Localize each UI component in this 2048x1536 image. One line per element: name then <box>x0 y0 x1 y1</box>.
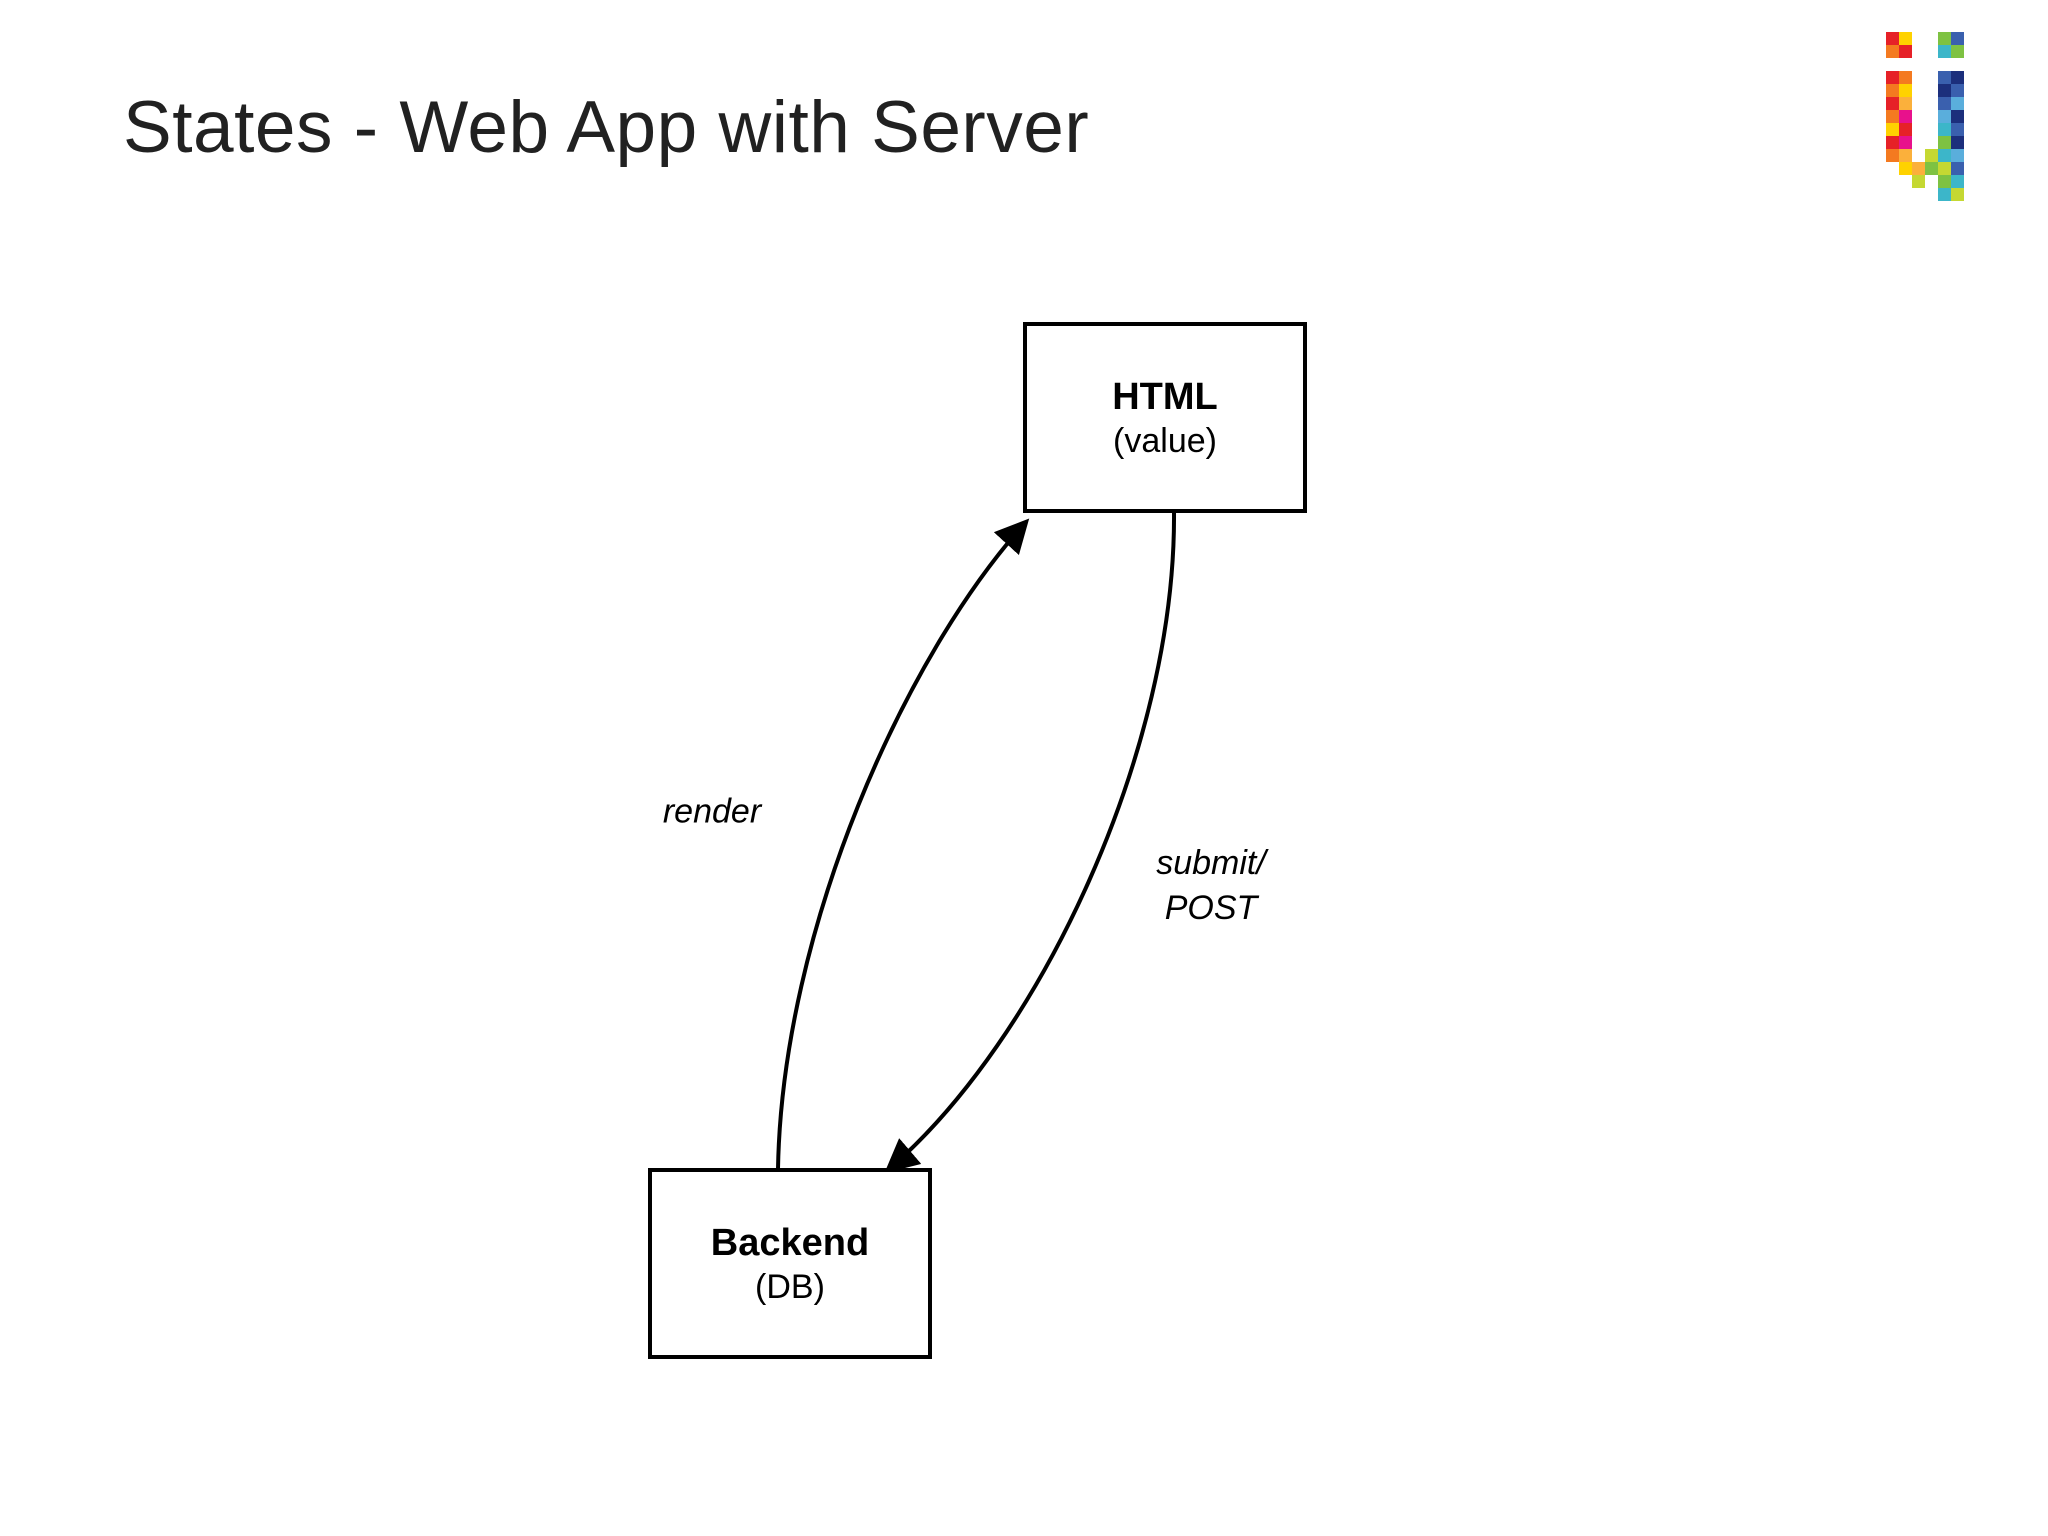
node-html: HTML (value) <box>1023 322 1307 513</box>
pixel-u-logo-icon <box>1886 32 1990 201</box>
edge-label-submit-line2: POST <box>1164 889 1258 927</box>
node-html-subtitle: (value) <box>1113 421 1217 460</box>
slide-title: States - Web App with Server <box>123 87 1090 168</box>
node-html-title: HTML <box>1112 375 1218 418</box>
edge-label-render: render <box>662 792 762 831</box>
node-backend-subtitle: (DB) <box>755 1267 825 1306</box>
node-backend-title: Backend <box>710 1221 870 1264</box>
edge-render-arrow <box>776 518 1030 1170</box>
edge-label-submit: submit/ POST <box>1156 841 1266 931</box>
edge-label-submit-line1: submit/ <box>1156 844 1266 882</box>
edge-submit-arrow <box>884 511 1177 1174</box>
node-backend: Backend (DB) <box>648 1168 932 1359</box>
